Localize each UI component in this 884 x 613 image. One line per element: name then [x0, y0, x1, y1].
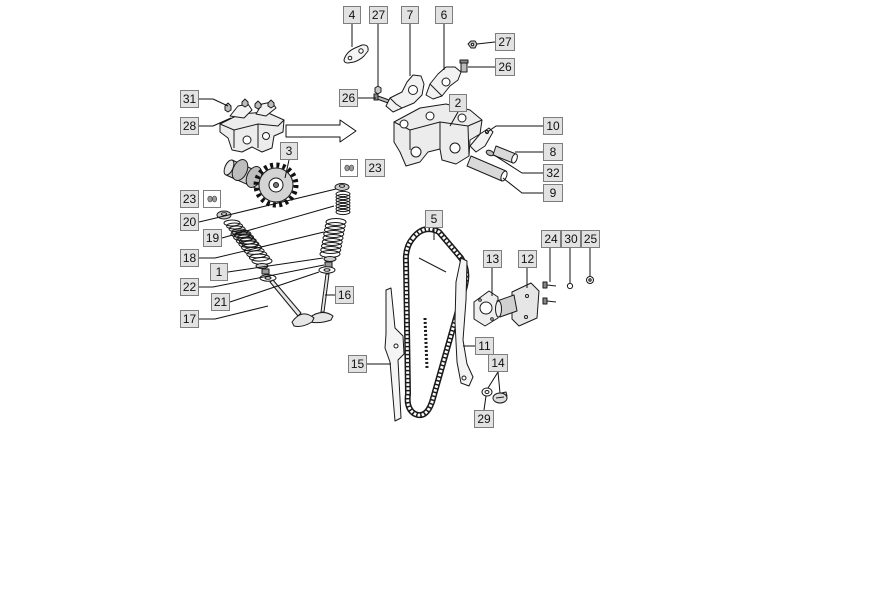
- leader-21: [229, 271, 320, 303]
- part-18-outer-spring-left: [230, 230, 273, 265]
- callout-28: 28: [180, 117, 199, 135]
- callout-1: 1: [210, 263, 228, 281]
- part-13-tensioner-gasket: [473, 290, 499, 327]
- valve-cotter-icon: [207, 195, 218, 203]
- part-14-tensioner-bolt: [492, 391, 508, 404]
- part-27-nut-top: [374, 85, 382, 95]
- callout-24: 24: [541, 230, 561, 248]
- part-1-spring-seat-right: [323, 256, 337, 262]
- callout-22: 22: [180, 278, 199, 296]
- part-26-adjuster-right: [459, 59, 469, 73]
- part-26-adjuster-left: [373, 93, 390, 104]
- part-23-thumbnail-top: [340, 159, 358, 177]
- leader-31: [199, 98, 229, 107]
- part-28-31-carrier-assembly: [219, 98, 285, 153]
- part-29-sealing-ring: [481, 387, 493, 397]
- part-24-screws: [542, 281, 557, 305]
- callout-17: 17: [180, 310, 199, 328]
- part-18-outer-spring-right: [319, 218, 347, 258]
- callout-26-right: 26: [495, 58, 515, 76]
- part-21-washer-right: [318, 266, 336, 274]
- callout-30: 30: [561, 230, 581, 248]
- leader-19: [221, 205, 335, 239]
- part-4-lock-plate: [343, 44, 369, 64]
- callout-23-top: 23: [365, 159, 385, 177]
- leader-10: [485, 125, 543, 134]
- callout-23-left: 23: [180, 190, 199, 208]
- callout-11: 11: [475, 337, 494, 355]
- part-6-rocker-arm: [425, 66, 462, 100]
- callout-4: 4: [343, 6, 361, 24]
- callout-5: 5: [425, 210, 443, 228]
- leader-1: [227, 257, 324, 273]
- callout-31: 31: [180, 90, 199, 108]
- leader-18: [199, 231, 325, 259]
- leader-27-right: [476, 41, 496, 45]
- part-8-rocker-shaft-short: [492, 145, 518, 164]
- callout-12: 12: [518, 250, 537, 268]
- part-7-rocker-arm: [385, 74, 425, 113]
- part-15-chain-guide: [384, 287, 405, 422]
- callout-3: 3: [280, 142, 298, 160]
- callout-20: 20: [180, 213, 199, 231]
- leader-9: [502, 177, 543, 194]
- part-25-plug: [586, 276, 594, 284]
- leader-lines: [198, 24, 591, 411]
- leader-28: [199, 117, 232, 127]
- leader-29: [483, 395, 487, 411]
- callout-13: 13: [483, 250, 502, 268]
- part-16-valve-right: [308, 273, 334, 324]
- callout-18: 18: [180, 249, 199, 267]
- callout-27-right: 27: [495, 33, 515, 51]
- part-23-thumbnail-left: [203, 190, 221, 208]
- leader-17: [199, 305, 269, 320]
- part-11-tensioner-slipper: [454, 257, 474, 387]
- callout-8: 8: [543, 143, 563, 161]
- part-17-valve-left: [269, 279, 315, 327]
- callout-32: 32: [543, 164, 563, 182]
- part-30-washer: [566, 282, 574, 290]
- leader-32: [493, 154, 543, 174]
- part-10-bracket: [469, 127, 494, 153]
- leader-20: [198, 188, 337, 223]
- callout-27-top: 27: [369, 6, 388, 24]
- leader-14a: [497, 371, 501, 394]
- callout-10: 10: [543, 117, 563, 135]
- callout-7: 7: [401, 6, 419, 24]
- part-27-nut-right: [467, 40, 478, 49]
- valve-cotter-icon: [344, 164, 355, 172]
- callout-26-left: 26: [339, 89, 358, 107]
- assembly-arrow: [285, 119, 357, 143]
- callout-19: 19: [203, 229, 222, 247]
- part-3-camshaft-sprocket: [223, 159, 299, 208]
- part-5-timing-chain: [402, 226, 470, 419]
- part-12-chain-tensioner: [495, 282, 540, 327]
- leader-22: [199, 264, 325, 288]
- callout-6: 6: [435, 6, 453, 24]
- leader-2: [449, 111, 459, 127]
- part-22-valve-seal-right: [324, 261, 333, 268]
- leader-3: [284, 159, 290, 179]
- callout-16: 16: [335, 286, 354, 304]
- callout-14: 14: [488, 354, 508, 372]
- callout-25: 25: [581, 230, 600, 248]
- part-2-rocker-carrier: [393, 103, 483, 167]
- part-19-inner-spring-right: [335, 190, 351, 216]
- callout-15: 15: [348, 355, 367, 373]
- part-20-retainer-right: [334, 183, 350, 191]
- part-22-valve-seal-left: [261, 268, 270, 275]
- part-9-rocker-shaft-long: [466, 155, 508, 182]
- callout-21: 21: [211, 293, 230, 311]
- callout-9: 9: [543, 184, 563, 202]
- callout-29: 29: [474, 410, 494, 428]
- callout-2: 2: [449, 94, 467, 112]
- leader-14b: [487, 371, 499, 389]
